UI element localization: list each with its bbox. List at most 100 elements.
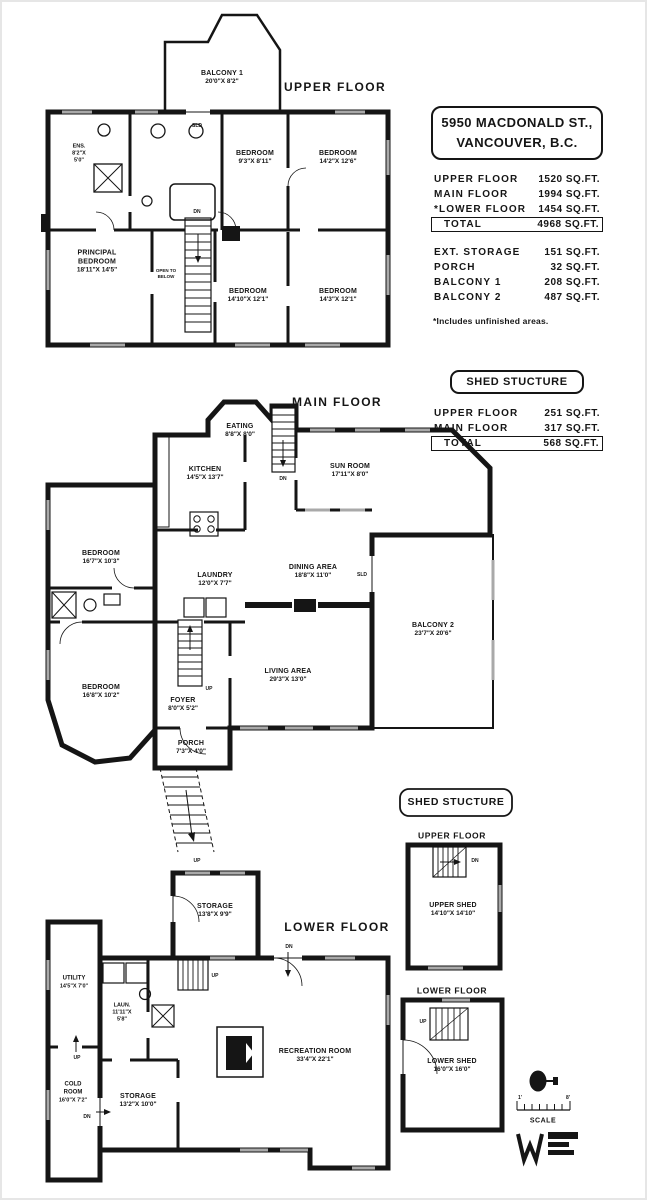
room-dims: 14'3"X 12'1" [319, 296, 357, 304]
room-name: SUN ROOM [329, 463, 371, 471]
room-dims: 7'3"X 4'0" [176, 748, 206, 756]
room-name: KITCHEN [188, 466, 222, 474]
room-name: BEDROOM [78, 258, 116, 266]
table-row: EXT. STORAGE 151 SQ.FT. [431, 245, 603, 260]
table-row: BALCONY 2 487 SQ.FT. [431, 290, 603, 305]
room-label-porch: PORCH 7'3"X 4'0" [176, 739, 206, 757]
room-name: LIVING AREA [264, 668, 312, 676]
table-row: UPPER FLOOR 1520 SQ.FT. [431, 172, 603, 187]
table-row: UPPER FLOOR 251 SQ.FT. [431, 406, 603, 421]
row-value: 4968 SQ.FT. [537, 219, 599, 231]
room-name: FOYER [170, 697, 196, 705]
room-name: LAUN. [113, 1002, 131, 1009]
row-label: UPPER FLOOR [434, 174, 519, 186]
table-row-total: TOTAL 568 SQ.FT. [431, 436, 603, 451]
room-dims: 9'3"X 8'11" [238, 158, 272, 166]
door-dn-label: DN [285, 943, 293, 950]
room-label-lower-shed: LOWER SHED 16'0"X 16'0" [427, 1057, 476, 1075]
room-dims: 12'0"X 7'7" [198, 580, 232, 588]
room-dims: 18'11"X 14'5" [76, 266, 118, 274]
room-dims: 14'10"X 14'10" [430, 910, 476, 918]
scale-tick-right: 8' [566, 1094, 570, 1101]
room-label-bedroom: BEDROOM 14'10"X 12'1" [228, 287, 269, 305]
row-label: UPPER FLOOR [434, 408, 519, 419]
room-name: LOWER SHED [427, 1058, 477, 1066]
room-label-storage: STORAGE 13'2"X 10'0" [119, 1092, 156, 1110]
room-name: PORCH [177, 740, 205, 748]
room-dims: 13'2"X 10'0" [119, 1101, 157, 1109]
floor-areas-table: UPPER FLOOR 1520 SQ.FT. MAIN FLOOR 1994 … [431, 172, 603, 233]
steps-up-label: UP [73, 1054, 81, 1061]
upper-floor-title: UPPER FLOOR [283, 80, 387, 95]
room-dims: 14'10"X 12'1" [227, 296, 269, 304]
room-label-principal-bedroom: PRINCIPAL BEDROOM 18'11"X 14'5" [77, 249, 117, 276]
room-label-ensuite: ENS. 8'2"X 5'0" [72, 143, 86, 164]
room-name: BEDROOM [319, 288, 357, 296]
row-label: EXT. STORAGE [434, 247, 521, 259]
address-box: 5950 MACDONALD ST., VANCOUVER, B.C. [431, 106, 603, 161]
room-dims: 16'8"X 10'2" [82, 692, 120, 700]
main-floor-plan-walls [45, 399, 495, 853]
room-label-upper-shed: UPPER SHED 14'10"X 14'10" [429, 901, 477, 919]
room-name: ENS. [72, 143, 86, 150]
north-indicator [529, 1070, 558, 1092]
room-dims: 8'8"X 8'0" [225, 431, 255, 439]
room-label-cold-room: COLD ROOM 16'0"X 7'2" [59, 1082, 87, 1105]
room-label-dining: DINING AREA 18'8"X 11'0" [289, 563, 337, 581]
table-row: PORCH 32 SQ.FT. [431, 260, 603, 275]
shed-areas-table: UPPER FLOOR 251 SQ.FT. MAIN FLOOR 317 SQ… [431, 406, 603, 451]
address-line2: VANCOUVER, B.C. [456, 135, 578, 151]
row-value: 208 SQ.FT. [544, 277, 600, 289]
room-name: RECREATION ROOM [278, 1048, 352, 1056]
stairs-dn-label: DN [279, 475, 287, 482]
row-label: BALCONY 2 [434, 292, 502, 304]
row-value: 1520 SQ.FT. [538, 174, 600, 186]
room-name: EATING [226, 423, 254, 431]
sliding-door-label: SLD [357, 571, 367, 578]
row-label: TOTAL [444, 219, 482, 231]
row-value: 251 SQ.FT. [544, 408, 600, 419]
room-dims: 16'0"X 7'2" [58, 1097, 88, 1104]
room-dims: 16'0"X 16'0" [433, 1066, 471, 1074]
footnote: *Includes unfinished areas. [433, 316, 549, 327]
room-dims: 20'0"X 8'2" [205, 78, 239, 86]
room-dims: 16'7"X 10'3" [82, 558, 120, 566]
row-value: 32 SQ.FT. [550, 262, 600, 274]
room-label-eating: EATING 8'8"X 8'0" [225, 422, 255, 440]
row-label: MAIN FLOOR [434, 189, 509, 201]
room-name: BEDROOM [82, 550, 120, 558]
address-line1: 5950 MACDONALD ST., [441, 115, 593, 130]
room-dims: 14'5"X 7'0" [59, 983, 89, 990]
shed-structure-box-title: SHED STUCTURE [407, 796, 505, 809]
stairs-up-label: UP [211, 972, 219, 979]
company-logo [516, 1132, 578, 1167]
room-name: LAUNDRY [197, 572, 233, 580]
room-label-bedroom: BEDROOM 9'3"X 8'11" [236, 149, 274, 167]
open-to-below-label: OPEN TO BELOW [156, 268, 176, 280]
compass-scale-logo [516, 1070, 578, 1167]
row-label: PORCH [434, 262, 476, 274]
room-dims: 14'2"X 12'6" [319, 158, 357, 166]
room-dims: 13'8"X 9'9" [198, 911, 232, 919]
stairs-dn-label: DN [471, 857, 479, 864]
room-label-storage: STORAGE 13'8"X 9'9" [197, 902, 233, 920]
room-label-foyer: FOYER 8'0"X 5'2" [168, 696, 198, 714]
room-label-bedroom: BEDROOM 14'2"X 12'6" [319, 149, 357, 167]
room-label-sunroom: SUN ROOM 17'11"X 8'0" [330, 462, 370, 480]
room-label-balcony1: BALCONY 1 20'0"X 8'2" [201, 69, 243, 87]
row-value: 487 SQ.FT. [544, 292, 600, 304]
table-row: MAIN FLOOR 1994 SQ.FT. [431, 187, 603, 202]
row-value: 568 SQ.FT. [543, 438, 599, 449]
room-label-utility: UTILITY 14'5"X 7'0" [60, 976, 88, 991]
lower-floor-title: LOWER FLOOR [284, 920, 390, 935]
table-row: *LOWER FLOOR 1454 SQ.FT. [431, 202, 603, 217]
room-dims: 11'11"X [112, 1009, 132, 1016]
extra-areas-table: EXT. STORAGE 151 SQ.FT. PORCH 32 SQ.FT. … [431, 245, 603, 305]
room-name: BALCONY 2 [411, 622, 455, 630]
room-label-bedroom: BEDROOM 16'7"X 10'3" [82, 549, 120, 567]
stairs-up-label: UP [419, 1018, 427, 1025]
upper-floor-plan-walls [41, 13, 391, 348]
table-row: BALCONY 1 208 SQ.FT. [431, 275, 603, 290]
room-name: OPEN TO [155, 268, 177, 274]
room-label-kitchen: KITCHEN 14'5"X 13'7" [186, 465, 223, 483]
